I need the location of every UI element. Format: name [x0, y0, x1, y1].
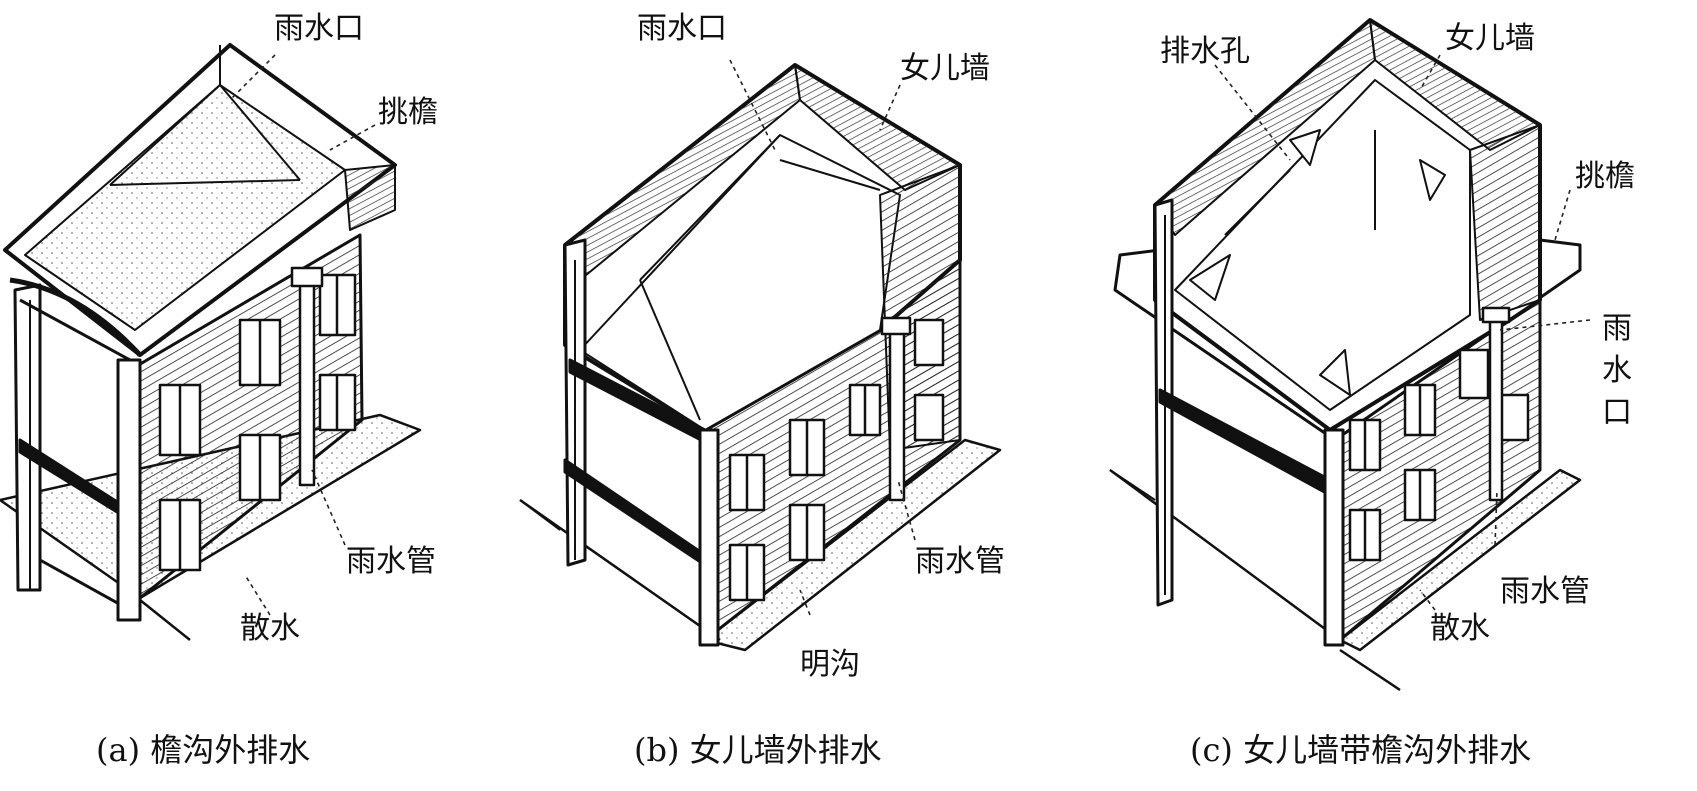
panel-c-label-downpipe: 雨水管 [1500, 574, 1590, 609]
panel-b-windows [728, 318, 945, 602]
panel-b-label-downpipe: 雨水管 [915, 544, 1005, 579]
panel-a-windows [158, 273, 357, 572]
panel-c-roof-surface [1174, 79, 1471, 411]
panel-c-label-parapet: 女儿墙 [1445, 21, 1535, 56]
panel-a-left-frame [13, 283, 42, 592]
panel-a-label-downpipe: 雨水管 [346, 544, 436, 579]
panel-c-label-eave: 挑檐 [1575, 159, 1635, 194]
panel-c-label-rain-outlet: 雨水口 [1602, 311, 1632, 430]
panel-b-label-rain-outlet: 雨水口 [637, 11, 727, 46]
panel-c-downpipe [1481, 306, 1511, 502]
panel-a-label-rain-outlet: 雨水口 [274, 11, 364, 46]
panel-b-label-open-ditch: 明沟 [800, 647, 860, 682]
panel-a-caption: (a) 檐沟外排水 [96, 731, 311, 769]
panel-a-building [0, 43, 422, 641]
panel-b-open-ditch [703, 438, 1002, 652]
panel-b-label-parapet: 女儿墙 [900, 51, 990, 86]
panel-c-label-drain-hole: 排水孔 [1160, 34, 1250, 69]
panel-a-label-apron: 散水 [240, 611, 300, 646]
panel-c-label-apron: 散水 [1430, 611, 1490, 646]
panel-b-building [519, 63, 1002, 652]
panel-c-apron [1338, 468, 1582, 652]
panel-a-downpipe [290, 266, 324, 487]
panel-a-label-eave: 挑檐 [378, 95, 438, 130]
panel-c-caption: (c) 女儿墙带檐沟外排水 [1190, 731, 1532, 769]
panel-b-caption: (b) 女儿墙外排水 [634, 731, 882, 769]
leader-lines [229, 54, 1591, 616]
panel-b-downpipe [880, 316, 912, 502]
